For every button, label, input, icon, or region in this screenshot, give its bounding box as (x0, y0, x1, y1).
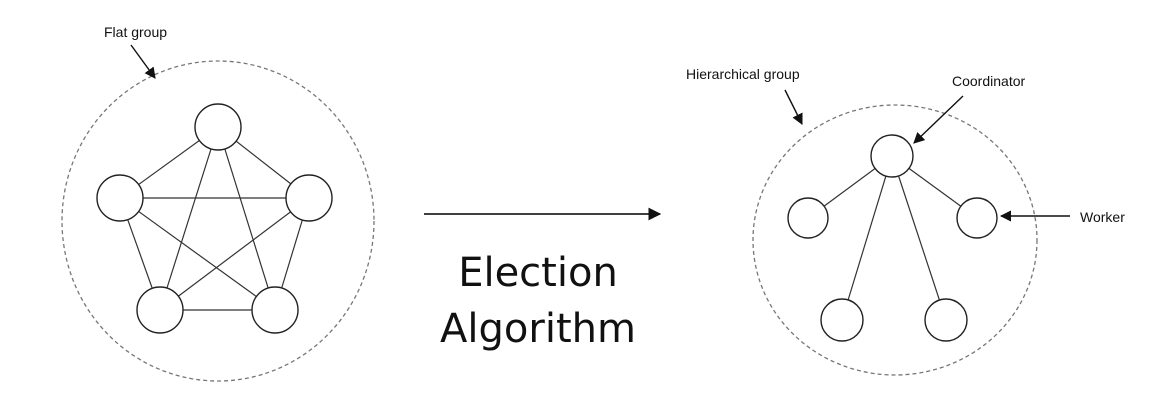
flat-node-right (285, 174, 333, 222)
flat-node-top (194, 103, 242, 151)
hier-edge-coord-worker-bottom-left (841, 155, 893, 321)
hierarchical-group-nodes (787, 134, 998, 342)
flat-edge-right-bottomleft (159, 197, 310, 311)
hierarchical-group: Hierarchical group Coordinator Worker (686, 66, 1125, 376)
transition-label-line2: Algorithm (440, 306, 636, 352)
flat-group-label: Flat group (104, 24, 167, 40)
worker-node-left (787, 197, 829, 239)
transition: Election Algorithm (424, 207, 662, 352)
coordinator-pointer-arrow (913, 95, 964, 144)
flat-node-bottom-right (251, 286, 299, 334)
flat-edge-left-bottomright (119, 197, 276, 311)
flat-group: Flat group (61, 24, 375, 382)
hier-edge-coord-worker-bottom-right (891, 155, 947, 321)
flat-edge-top-bottomleft (159, 126, 219, 311)
coordinator-node (870, 134, 914, 178)
flat-group-edges (119, 126, 310, 311)
hierarchical-group-boundary (752, 104, 1038, 376)
hierarchical-group-label: Hierarchical group (686, 66, 800, 82)
flat-node-bottom-left (136, 286, 184, 334)
worker-node-bottom-right (924, 298, 968, 342)
worker-node-bottom-left (820, 298, 864, 342)
worker-node-right (956, 197, 998, 239)
hierarchical-group-pointer-arrow (784, 89, 803, 126)
flat-node-left (96, 174, 144, 222)
transition-label-line1: Election (458, 250, 618, 296)
flat-edge-top-bottomright (217, 126, 276, 311)
hierarchical-group-edges (807, 155, 978, 321)
flat-group-nodes (96, 103, 333, 334)
flat-group-boundary (61, 60, 375, 382)
worker-label: Worker (1080, 209, 1125, 225)
flat-group-pointer-arrow (130, 44, 156, 79)
coordinator-label: Coordinator (952, 73, 1025, 89)
